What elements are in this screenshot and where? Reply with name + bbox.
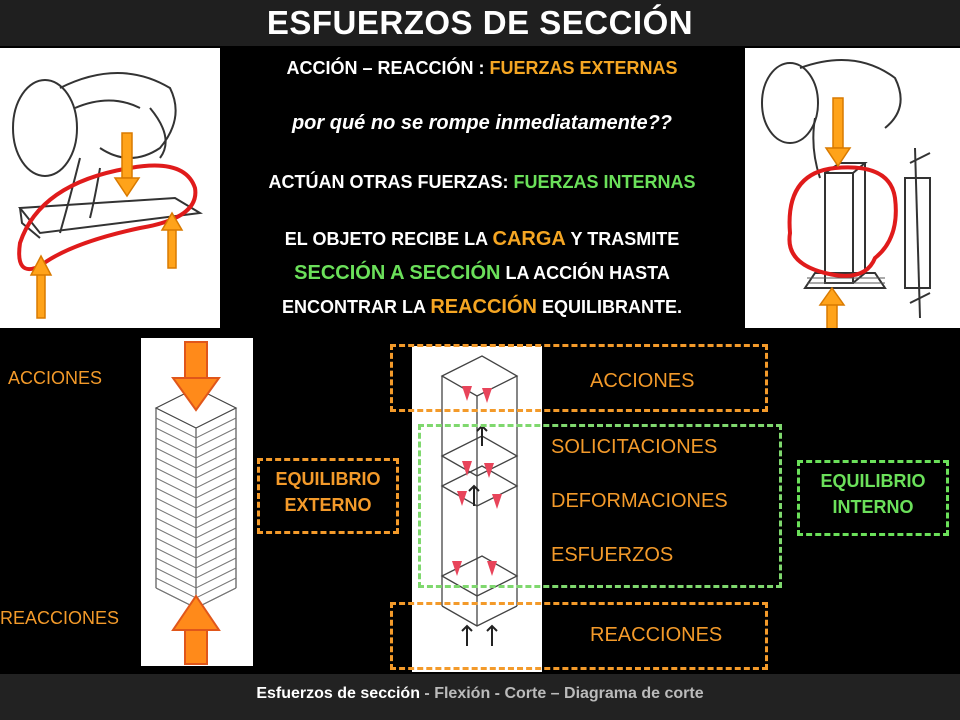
fuerzas-internas-line: ACTÚAN OTRAS FUERZAS: FUERZAS INTERNAS: [268, 172, 696, 192]
footer-link-flexion[interactable]: Flexión: [434, 685, 491, 702]
esfuerzos-label: ESFUERZOS: [551, 544, 674, 566]
sectioned-column-sketch: [412, 346, 542, 672]
paragraph-line-1: EL OBJETO RECIBE LA CARGA Y TRASMITE: [284, 228, 680, 250]
equilibrio-interno-box: [797, 460, 949, 536]
equilibrio-externo-label: EQUILIBRIO EXTERNO: [275, 469, 381, 515]
page-title: ESFUERZOS DE SECCIÓN: [266, 4, 694, 41]
solicitaciones-label: SOLICITACIONES: [551, 436, 718, 458]
footer-link-corte[interactable]: Corte – Diagrama de corte: [504, 685, 704, 702]
footer-current: Esfuerzos de sección: [256, 685, 420, 702]
title-bar: [0, 0, 960, 46]
acciones-box: [390, 344, 768, 412]
stacked-column-sketch: [141, 338, 253, 666]
equilibrio-externo-box: [257, 458, 399, 534]
reacciones-box: [390, 602, 768, 670]
footer-bar: [0, 674, 960, 720]
paragraph-line-2: SECCIÓN A SECCIÓN LA ACCIÓN HASTA: [294, 262, 670, 284]
internal-box: [418, 424, 782, 588]
right-reacciones-label: REACCIONES: [590, 624, 723, 646]
paragraph-line-3: ENCONTRAR LA REACCIÓN EQUILIBRANTE.: [281, 296, 682, 318]
deformaciones-label: DEFORMACIONES: [551, 490, 728, 512]
accion-reaccion-line: ACCIÓN – REACCIÓN : FUERZAS EXTERNAS: [286, 58, 678, 78]
right-acciones-label: ACCIONES: [590, 370, 695, 392]
question-line: por qué no se rompe inmediatamente??: [291, 112, 673, 134]
left-acciones-label: ACCIONES: [8, 368, 103, 388]
equilibrio-interno-label: EQUILIBRIO INTERNO: [820, 471, 926, 517]
elephant-plank-sketch: [0, 48, 220, 328]
left-reacciones-label: REACCIONES: [0, 608, 120, 628]
elephant-post-sketch: [745, 48, 960, 328]
footer-nav: Esfuerzos de sección - Flexión - Corte –…: [256, 685, 704, 702]
